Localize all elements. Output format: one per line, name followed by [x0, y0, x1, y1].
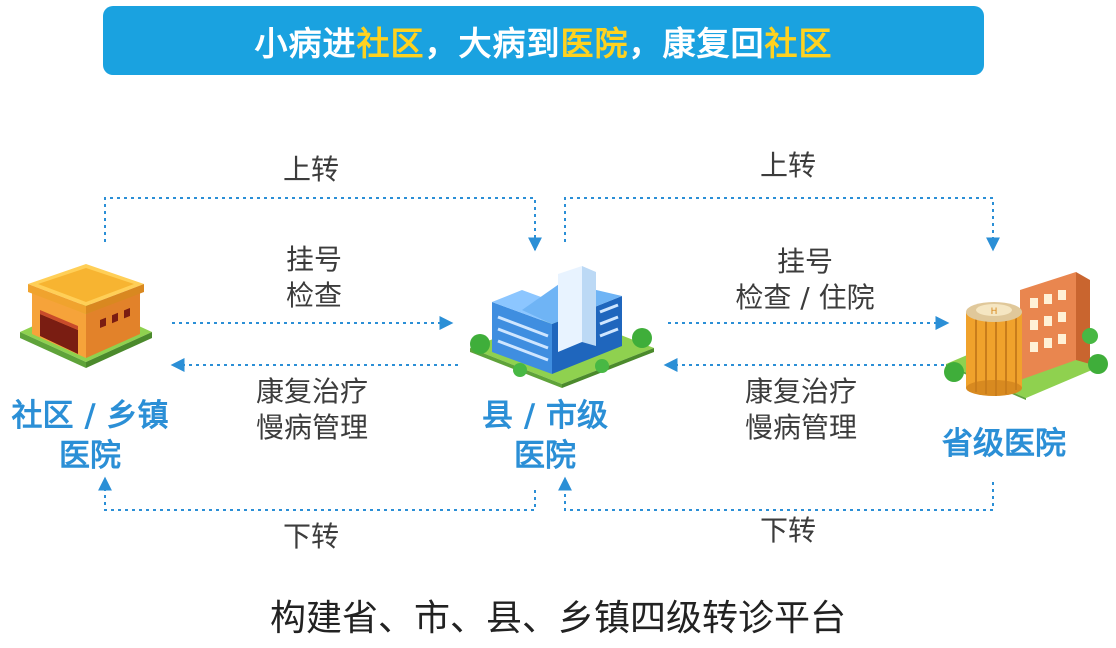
banner-text-3: ，康复回 — [628, 23, 765, 63]
right-up-connector — [564, 197, 1000, 252]
right-register-label: 挂号 — [776, 245, 833, 278]
left-up-label: 上转 — [283, 153, 340, 186]
right-down-label: 下转 — [760, 514, 817, 547]
left-register-label: 挂号 — [285, 243, 342, 276]
left-up-connector — [104, 197, 542, 252]
community-hospital-label: 社区 / 乡镇 医院 — [0, 396, 180, 476]
banner-highlight-hospital: 医院 — [560, 23, 629, 63]
right-down-connector — [558, 476, 994, 511]
county-hospital-label-line2: 医院 — [514, 438, 576, 474]
banner-highlight-community: 社区 — [356, 23, 425, 63]
county-hospital-label-line1: 县 / 市级 — [482, 398, 608, 434]
left-check-label: 检查 — [285, 279, 342, 312]
left-chronic-label: 慢病管理 — [256, 411, 369, 444]
banner-text-2: ，大病到 — [424, 23, 561, 63]
community-hospital-label-line2: 医院 — [59, 438, 121, 474]
banner-highlight-community-2: 社区 — [764, 23, 833, 63]
right-up-label: 上转 — [760, 149, 817, 182]
footer-caption: 构建省、市、县、乡镇四级转诊平台 — [269, 598, 846, 639]
provincial-hospital-icon: H — [944, 272, 1108, 400]
banner-text-1: 小病进 — [254, 23, 357, 63]
svg-text:H: H — [991, 307, 998, 317]
title-banner: 小病进社区，大病到医院，康复回社区 — [103, 6, 984, 75]
left-down-connector — [98, 476, 536, 511]
left-down-label: 下转 — [283, 520, 340, 553]
right-chronic-label: 慢病管理 — [745, 411, 858, 444]
left-rehab-label: 康复治疗 — [256, 375, 369, 408]
county-hospital-label: 县 / 市级 医院 — [455, 396, 635, 476]
right-rehab-label: 康复治疗 — [745, 375, 858, 408]
right-check-label: 检查 / 住院 — [735, 281, 875, 314]
community-clinic-icon — [20, 264, 152, 368]
provincial-hospital-label: 省级医院 — [942, 426, 1066, 462]
county-hospital-icon — [470, 266, 654, 388]
community-hospital-label-line1: 社区 / 乡镇 — [11, 398, 169, 434]
